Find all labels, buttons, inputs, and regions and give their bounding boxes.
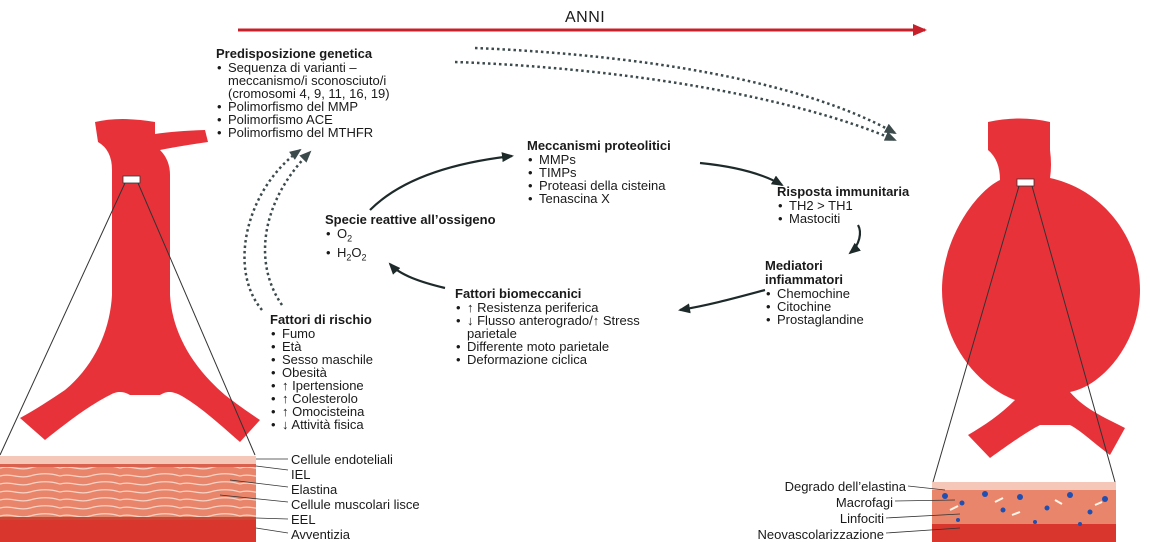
- arrow-proteolytic-to-immune: [699, 161, 784, 187]
- cycle-arrows: [369, 152, 861, 314]
- label-adventitia: Avventizia: [291, 527, 351, 542]
- proteolytic-item: TIMPs: [527, 166, 671, 179]
- risk-item: Età: [270, 340, 373, 353]
- genetic-item: (cromosomi 4, 9, 11, 16, 19): [228, 86, 390, 101]
- risk-item: ↑ Colesterolo: [270, 392, 373, 405]
- label-macrophages: Macrofagi: [835, 495, 893, 510]
- immune-item: TH2 > TH1: [777, 199, 909, 212]
- mediators-item: Chemochine: [765, 287, 864, 300]
- biomech-item: parietale: [467, 326, 517, 341]
- aneurysmal-aorta: [942, 118, 1140, 458]
- mediators-item: Prostaglandine: [765, 313, 864, 326]
- mediators-title-line1: Mediatori: [765, 258, 823, 273]
- normal-wall-pointers: [219, 458, 289, 534]
- proteolytic-item: Proteasi della cisteina: [527, 179, 671, 192]
- biomech-item: Differente moto parietale: [455, 340, 640, 353]
- normal-zoom-lines: [0, 182, 256, 456]
- genetic-item: Sequenza di varianti –: [216, 61, 390, 74]
- immune-item: Mastociti: [777, 212, 909, 225]
- label-elastin: Elastina: [291, 482, 338, 497]
- biomech-title: Fattori biomeccanici: [455, 286, 582, 301]
- arrow-mediators-to-biomech: [678, 288, 766, 314]
- ros-title: Specie reattive all’ossigeno: [325, 212, 496, 227]
- label-lymphocytes: Linfociti: [839, 511, 884, 526]
- risk-item: ↑ Omocisteina: [270, 405, 373, 418]
- genetic-item: Polimorfismo ACE: [216, 113, 390, 126]
- risk-item: Obesità: [270, 366, 373, 379]
- label-neovascularization: Neovascolarizzazione: [757, 527, 884, 542]
- biomechanical-factors-block: Fattori biomeccanici ↑ Resistenza perife…: [455, 287, 640, 366]
- normal-aorta: [20, 119, 260, 442]
- genetic-item: Polimorfismo del MTHFR: [216, 126, 390, 139]
- genetic-title: Predisposizione genetica: [216, 46, 373, 61]
- risk-item: Fumo: [270, 327, 373, 340]
- label-iel: IEL: [291, 467, 311, 482]
- normal-aorta-section-marker: [122, 175, 141, 184]
- ros-item-h2o2: H2O2: [325, 246, 496, 265]
- risk-to-genetic-2: [263, 150, 312, 306]
- mediators-item: Citochine: [765, 300, 864, 313]
- elastin-fragments: [949, 497, 1103, 516]
- genetic-item: meccanismo/i sconosciuto/i: [228, 73, 387, 88]
- biomech-item: ↑ Resistenza periferica: [455, 301, 640, 314]
- genetic-item: Polimorfismo del MMP: [216, 100, 390, 113]
- proteolytic-title: Meccanismi proteolitici: [527, 138, 671, 153]
- biomech-item: ↓ Flusso anterogrado/↑ Stress: [455, 314, 640, 327]
- genetic-to-aneurysm-2: [454, 60, 897, 142]
- label-elastin-degradation: Degrado dell’elastina: [784, 479, 906, 494]
- label-eel: EEL: [291, 512, 316, 527]
- risk-item: ↓ Attività fisica: [270, 418, 373, 431]
- biomech-item: Deformazione ciclica: [455, 353, 640, 366]
- risk-to-genetic-1: [243, 148, 302, 311]
- inflammatory-mediators-block: Mediatori infiammatori Chemochine Citoch…: [765, 259, 864, 326]
- immune-response-block: Risposta immunitaria TH2 > TH1 Mastociti: [777, 185, 909, 225]
- dotted-arrows: [243, 46, 897, 311]
- aneurysm-wall-section: [932, 482, 1116, 542]
- reactive-oxygen-species-block: Specie reattive all’ossigeno O2 H2O2: [325, 213, 496, 264]
- ros-item-o2: O2: [325, 227, 496, 246]
- label-endothelial-cells: Cellule endoteliali: [291, 452, 393, 467]
- risk-factors-block: Fattori di rischio Fumo Età Sesso maschi…: [270, 313, 373, 431]
- proteolytic-block: Meccanismi proteolitici MMPs TIMPs Prote…: [527, 139, 671, 205]
- proteolytic-item: Tenascina X: [527, 192, 671, 205]
- genetic-predisposition-block: Predisposizione genetica Sequenza di var…: [216, 47, 390, 139]
- arrow-biomech-to-ros: [388, 262, 446, 290]
- label-smooth-muscle: Cellule muscolari lisce: [291, 497, 420, 512]
- arrow-ros-to-proteolytic: [369, 152, 514, 211]
- proteolytic-item: MMPs: [527, 153, 671, 166]
- mediators-title-line2: infiammatori: [765, 272, 844, 287]
- aneurysm-wall-pointers: [885, 485, 961, 534]
- timeline-label: ANNI: [565, 9, 606, 26]
- immune-title: Risposta immunitaria: [777, 184, 910, 199]
- aneurysm-section-marker: [1016, 178, 1035, 187]
- risk-item: Sesso maschile: [270, 353, 373, 366]
- genetic-to-aneurysm-1: [474, 46, 897, 135]
- arrow-immune-to-mediators: [848, 224, 861, 255]
- risk-title: Fattori di rischio: [270, 312, 372, 327]
- normal-wall-section: [0, 456, 256, 542]
- aneurysm-zoom-lines: [932, 185, 1116, 483]
- immune-cells: [942, 491, 1108, 526]
- risk-item: ↑ Ipertensione: [270, 379, 373, 392]
